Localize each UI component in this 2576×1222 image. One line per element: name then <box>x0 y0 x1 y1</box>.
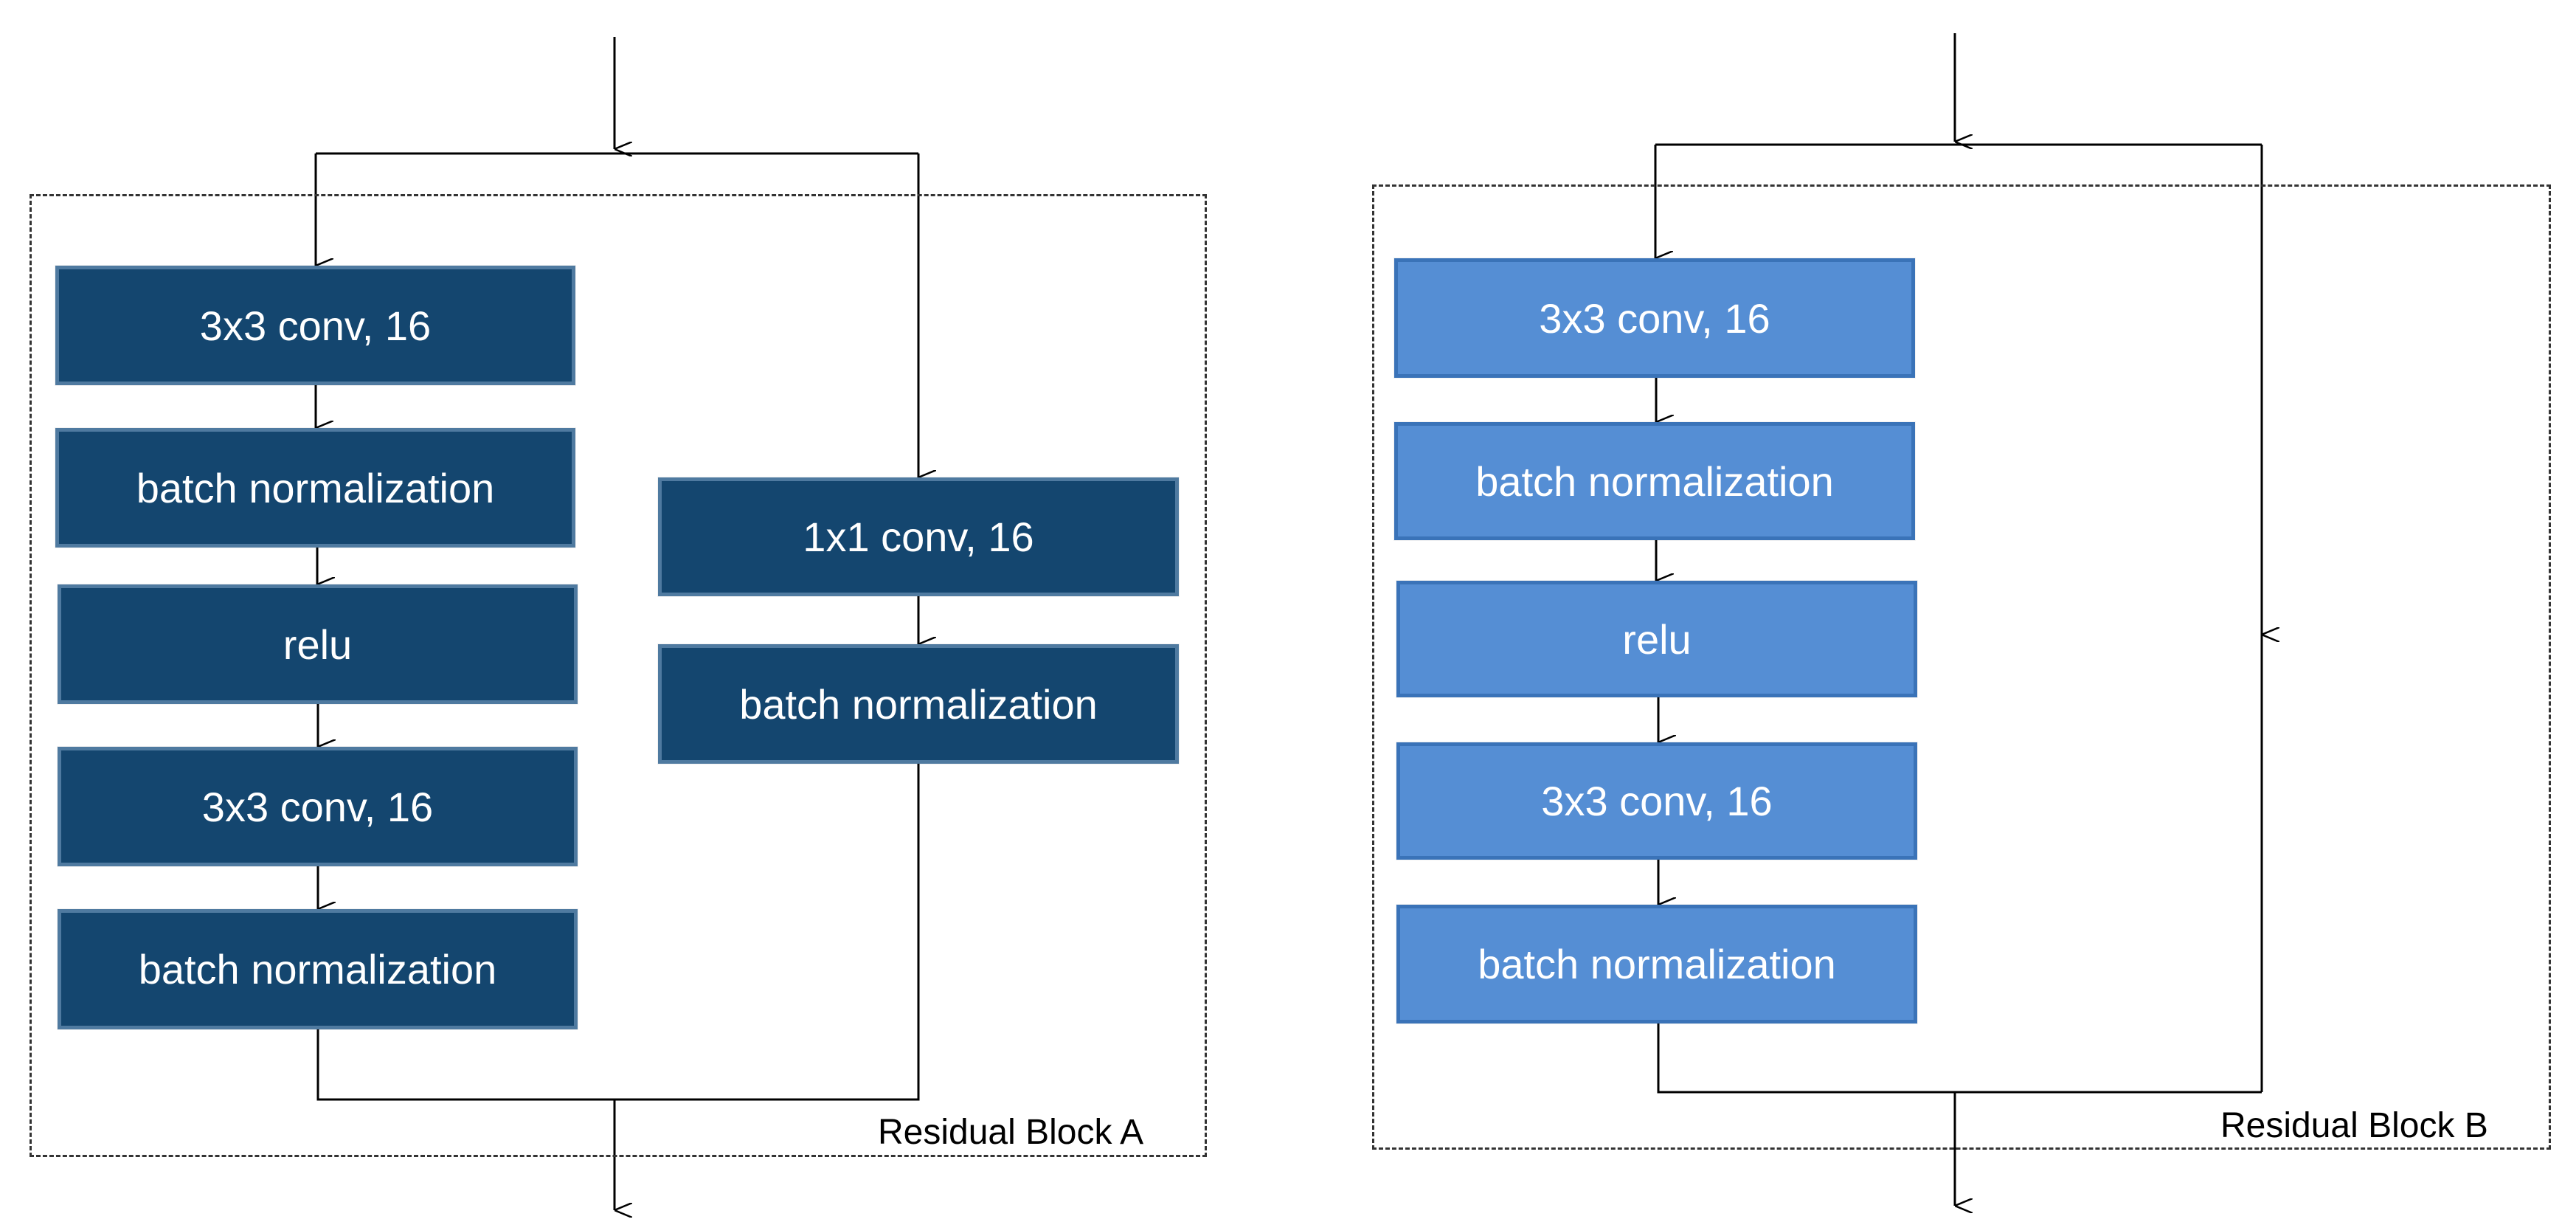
block-a-conv-2: 3x3 conv, 16 <box>58 747 578 866</box>
block-b-conv-2: 3x3 conv, 16 <box>1396 742 1917 860</box>
residual-block-b-label: Residual Block B <box>2220 1106 2488 1145</box>
residual-block-b-frame <box>1372 184 2551 1150</box>
block-a-batch-norm-1: batch normalization <box>55 428 575 548</box>
block-b-relu: relu <box>1396 581 1917 697</box>
block-b-connectors <box>1654 33 2262 1206</box>
block-a-connectors <box>314 37 920 1210</box>
block-a-conv-1: 3x3 conv, 16 <box>55 266 575 385</box>
block-a-relu: relu <box>58 584 578 704</box>
block-b-merge-line <box>1657 1023 2262 1094</box>
residual-block-a-frame <box>30 194 1207 1157</box>
block-b-batch-norm-1: batch normalization <box>1394 422 1915 540</box>
block-a-merge-line <box>316 764 920 1101</box>
block-a-batch-norm-2: batch normalization <box>58 909 578 1029</box>
block-b-batch-norm-2: batch normalization <box>1396 905 1917 1023</box>
block-b-conv-1: 3x3 conv, 16 <box>1394 258 1915 378</box>
block-a-shortcut-batch-norm: batch normalization <box>658 644 1179 764</box>
block-a-shortcut-conv: 1x1 conv, 16 <box>658 477 1179 596</box>
residual-block-a-label: Residual Block A <box>878 1113 1144 1152</box>
